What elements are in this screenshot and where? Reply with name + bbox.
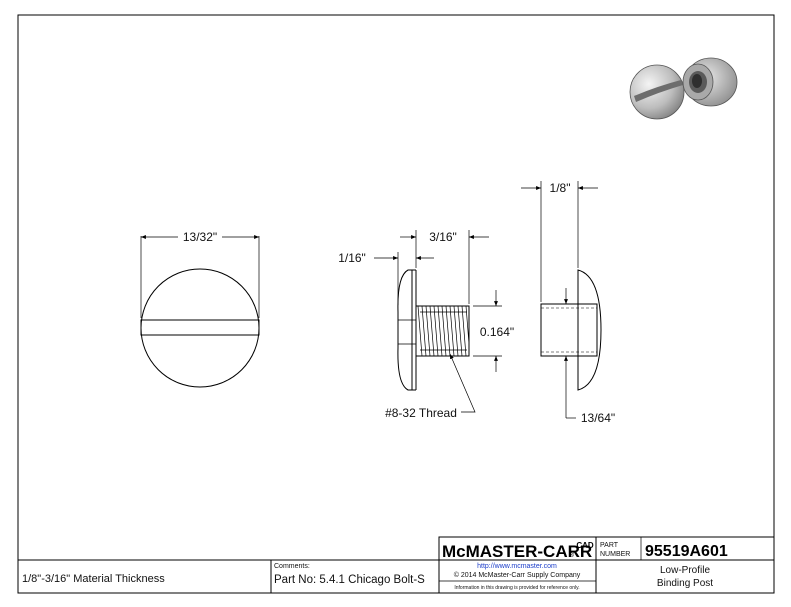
post-length-label: 1/8" (550, 181, 571, 195)
part-label-2: NUMBER (600, 551, 630, 558)
part-no-text: Part No: 5.4.1 Chicago Bolt-S (274, 574, 425, 586)
screw-side-view: 3/16" 1/16" 0.164" #8-32 Thread (338, 230, 514, 420)
thread-diameter-label: 0.164" (480, 325, 514, 339)
description-line1: Low-Profile (660, 565, 710, 576)
isometric-render (629, 57, 738, 120)
part-number: 95519A601 (645, 543, 728, 560)
title-block: 1/8"-3/16" Material Thickness Comments: … (18, 536, 775, 594)
post-side-view: 1/8" 13/64" (521, 181, 615, 425)
part-label-1: PART (600, 542, 619, 549)
thread-length-label: 3/16" (429, 230, 457, 244)
description-line2: Binding Post (657, 578, 713, 589)
material-note: 1/8"-3/16" Material Thickness (22, 573, 165, 585)
disclaimer: Information in this drawing is provided … (454, 585, 579, 591)
head-front-view: 13/32" (140, 230, 260, 388)
head-circle (140, 268, 260, 388)
comments-label: Comments: (274, 563, 310, 570)
head-slot (140, 319, 260, 336)
post-head-label: 13/64" (581, 411, 615, 425)
cad-badge: CAD (576, 541, 594, 550)
url-link[interactable]: http://www.mcmaster.com (477, 563, 557, 570)
brand-mark: ® (569, 551, 575, 559)
copyright: © 2014 McMaster-Carr Supply Company (454, 571, 581, 579)
thread-spec-label: #8-32 Thread (385, 406, 457, 420)
brand-logo: McMASTER-CARR (442, 542, 592, 561)
head-height-label: 1/16" (338, 251, 366, 265)
head-diameter-label: 13/32" (183, 230, 217, 244)
